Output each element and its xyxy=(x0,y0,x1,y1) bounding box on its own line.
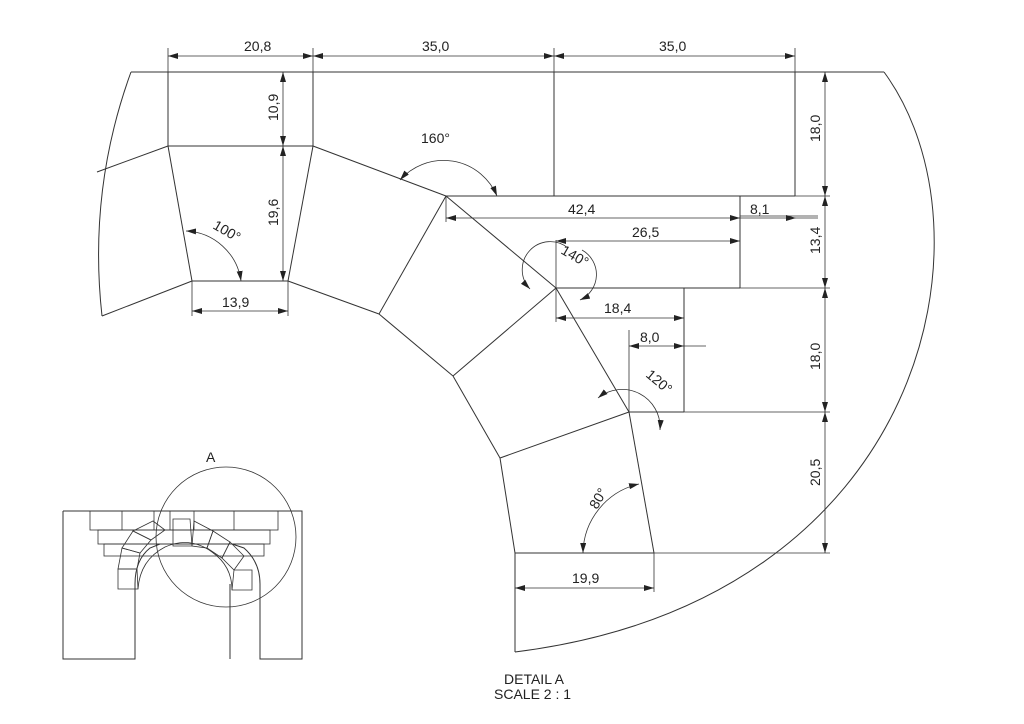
dim-angle-80: 80° xyxy=(586,485,610,511)
detail-caption-scale: SCALE 2 : 1 xyxy=(494,686,571,702)
dim-angle-140: 140° xyxy=(559,242,592,270)
dim-bottom-width: 19,9 xyxy=(572,570,599,586)
detail-circle xyxy=(155,466,297,608)
dimension-labels: 20,8 35,0 35,0 10,9 19,6 100° 13,9 160° … xyxy=(211,38,824,586)
dim-left-height-bottom: 19,6 xyxy=(265,199,281,226)
dim-right-height-2: 13,4 xyxy=(807,227,823,254)
dim-top-width-3: 35,0 xyxy=(659,38,686,54)
detail-caption-title: DETAIL A xyxy=(504,671,565,687)
angle-arcs xyxy=(185,159,664,554)
detail-label: A xyxy=(206,449,216,465)
main-outline xyxy=(98,71,935,653)
dim-left-height-top: 10,9 xyxy=(265,94,281,121)
dim-angle-top: 160° xyxy=(421,130,450,146)
dim-width-18-4: 18,4 xyxy=(604,300,631,316)
dim-angle-120: 120° xyxy=(643,366,675,397)
dimension-lines xyxy=(168,53,828,591)
detail-view: A xyxy=(62,449,303,660)
dim-right-height-4: 20,5 xyxy=(807,459,823,486)
dim-width-42: 42,4 xyxy=(568,201,595,217)
extension-lines xyxy=(167,48,830,592)
arch-blocks xyxy=(96,72,796,554)
dim-right-height-1: 18,0 xyxy=(807,115,823,142)
dim-right-height-3: 18,0 xyxy=(807,343,823,370)
dim-bottom-left-width: 13,9 xyxy=(222,294,249,310)
dim-width-8-0: 8,0 xyxy=(640,329,660,345)
dim-width-8-1: 8,1 xyxy=(750,201,770,217)
detail-caption: DETAIL A SCALE 2 : 1 xyxy=(494,671,571,702)
dim-top-width-1: 20,8 xyxy=(244,38,271,54)
dim-top-width-2: 35,0 xyxy=(422,38,449,54)
dim-width-26: 26,5 xyxy=(632,224,659,240)
